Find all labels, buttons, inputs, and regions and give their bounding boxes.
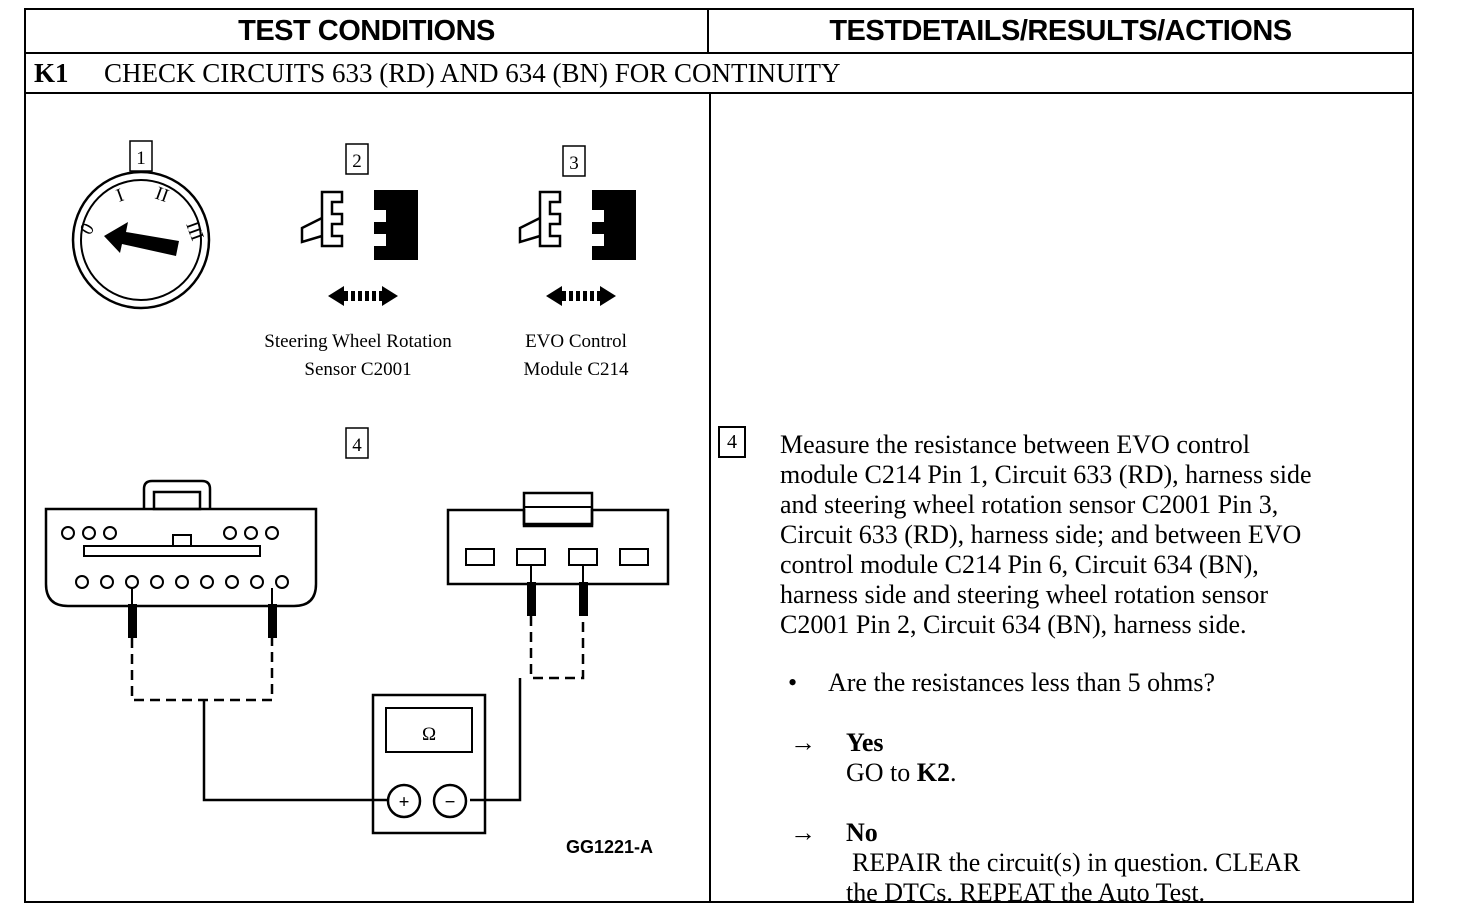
measure-line: Circuit 633 (RD), harness side; and betw… [780, 520, 1302, 549]
measure-line: and steering wheel rotation sensor C2001… [780, 490, 1279, 519]
ohm-symbol: Ω [422, 724, 436, 745]
sensor-connector-disconnect-icon [300, 190, 418, 306]
step-title: CHECK CIRCUITS 633 (RD) AND 634 (BN) FOR… [104, 57, 841, 88]
callout-2: 2 [352, 151, 362, 172]
no-action-line2: the DTCs. REPEAT the Auto Test. [846, 878, 1206, 907]
callout-1: 1 [136, 148, 146, 169]
ignition-mark-3: III [181, 219, 207, 244]
callout-3-box [562, 145, 586, 177]
meter-lead-negative [470, 678, 522, 802]
minus-terminal: − [445, 792, 456, 813]
header-test-details: TESTDETAILS/RESULTS/ACTIONS [829, 14, 1292, 47]
measure-line: module C214 Pin 1, Circuit 633 (RD), har… [780, 460, 1312, 489]
module-label-line2: Module C214 [523, 359, 629, 380]
header-test-conditions: TEST CONDITIONS [26, 10, 709, 52]
sensor-c2001-connector-face [446, 491, 670, 586]
callout-3: 3 [569, 153, 579, 174]
question-item: • Are the resistances less than 5 ohms? [788, 668, 1215, 698]
answer-yes: → Yes GO to K2. [790, 728, 957, 788]
test-procedure-table: TEST CONDITIONS TESTDETAILS/RESULTS/ACTI… [24, 8, 1414, 907]
column-divider [709, 94, 711, 901]
sensor-label-line1: Steering Wheel Rotation [264, 331, 452, 352]
answer-no: → No REPAIR the circuit(s) in question. … [790, 818, 1300, 908]
test-conditions-figure: 1 0 I II III 2 [26, 94, 709, 903]
yes-label: Yes [846, 728, 884, 757]
module-connector-disconnect-icon [518, 190, 636, 306]
module-probes [128, 588, 277, 702]
measure-instruction: Measure the resistance between EVO contr… [780, 430, 1402, 640]
yes-action: GO to K2. [846, 758, 957, 787]
plus-terminal: + [399, 792, 410, 813]
figure-id: GG1221-A [566, 837, 653, 857]
step-id: K1 [34, 57, 69, 88]
arrow-right-icon: → [790, 728, 816, 757]
measure-line: harness side and steering wheel rotation… [780, 580, 1269, 609]
sensor-probes [527, 565, 588, 680]
step-number-box: 4 [718, 426, 746, 458]
ohmmeter-icon [371, 693, 487, 835]
step-title-bar: K1 CHECK CIRCUITS 633 (RD) AND 634 (BN) … [26, 52, 1412, 94]
ignition-switch-icon: 0 I II III [71, 170, 211, 310]
callout-4: 4 [352, 435, 362, 456]
no-action-line1: REPAIR the circuit(s) in question. CLEAR [852, 848, 1301, 877]
module-label-line1: EVO Control [525, 331, 627, 352]
meter-lead-positive [202, 700, 400, 802]
callout-2-box [345, 143, 369, 175]
callout-4-box [345, 427, 369, 459]
ignition-mark-0: 0 [76, 220, 99, 239]
ignition-mark-1: I [114, 185, 127, 207]
sensor-label-line2: Sensor C2001 [304, 359, 411, 380]
ignition-mark-2: II [152, 183, 171, 207]
yes-target-step: K2 [916, 758, 951, 787]
bullet-icon: • [788, 668, 798, 697]
measure-line: Measure the resistance between EVO contr… [780, 430, 1250, 459]
measure-line: control module C214 Pin 6, Circuit 634 (… [780, 550, 1259, 579]
measure-line: C2001 Pin 2, Circuit 634 (BN), harness s… [780, 610, 1247, 639]
module-c214-connector-face [44, 479, 318, 608]
arrow-right-icon: → [790, 818, 816, 847]
question-text: Are the resistances less than 5 ohms? [828, 668, 1216, 697]
no-label: No [846, 818, 878, 847]
